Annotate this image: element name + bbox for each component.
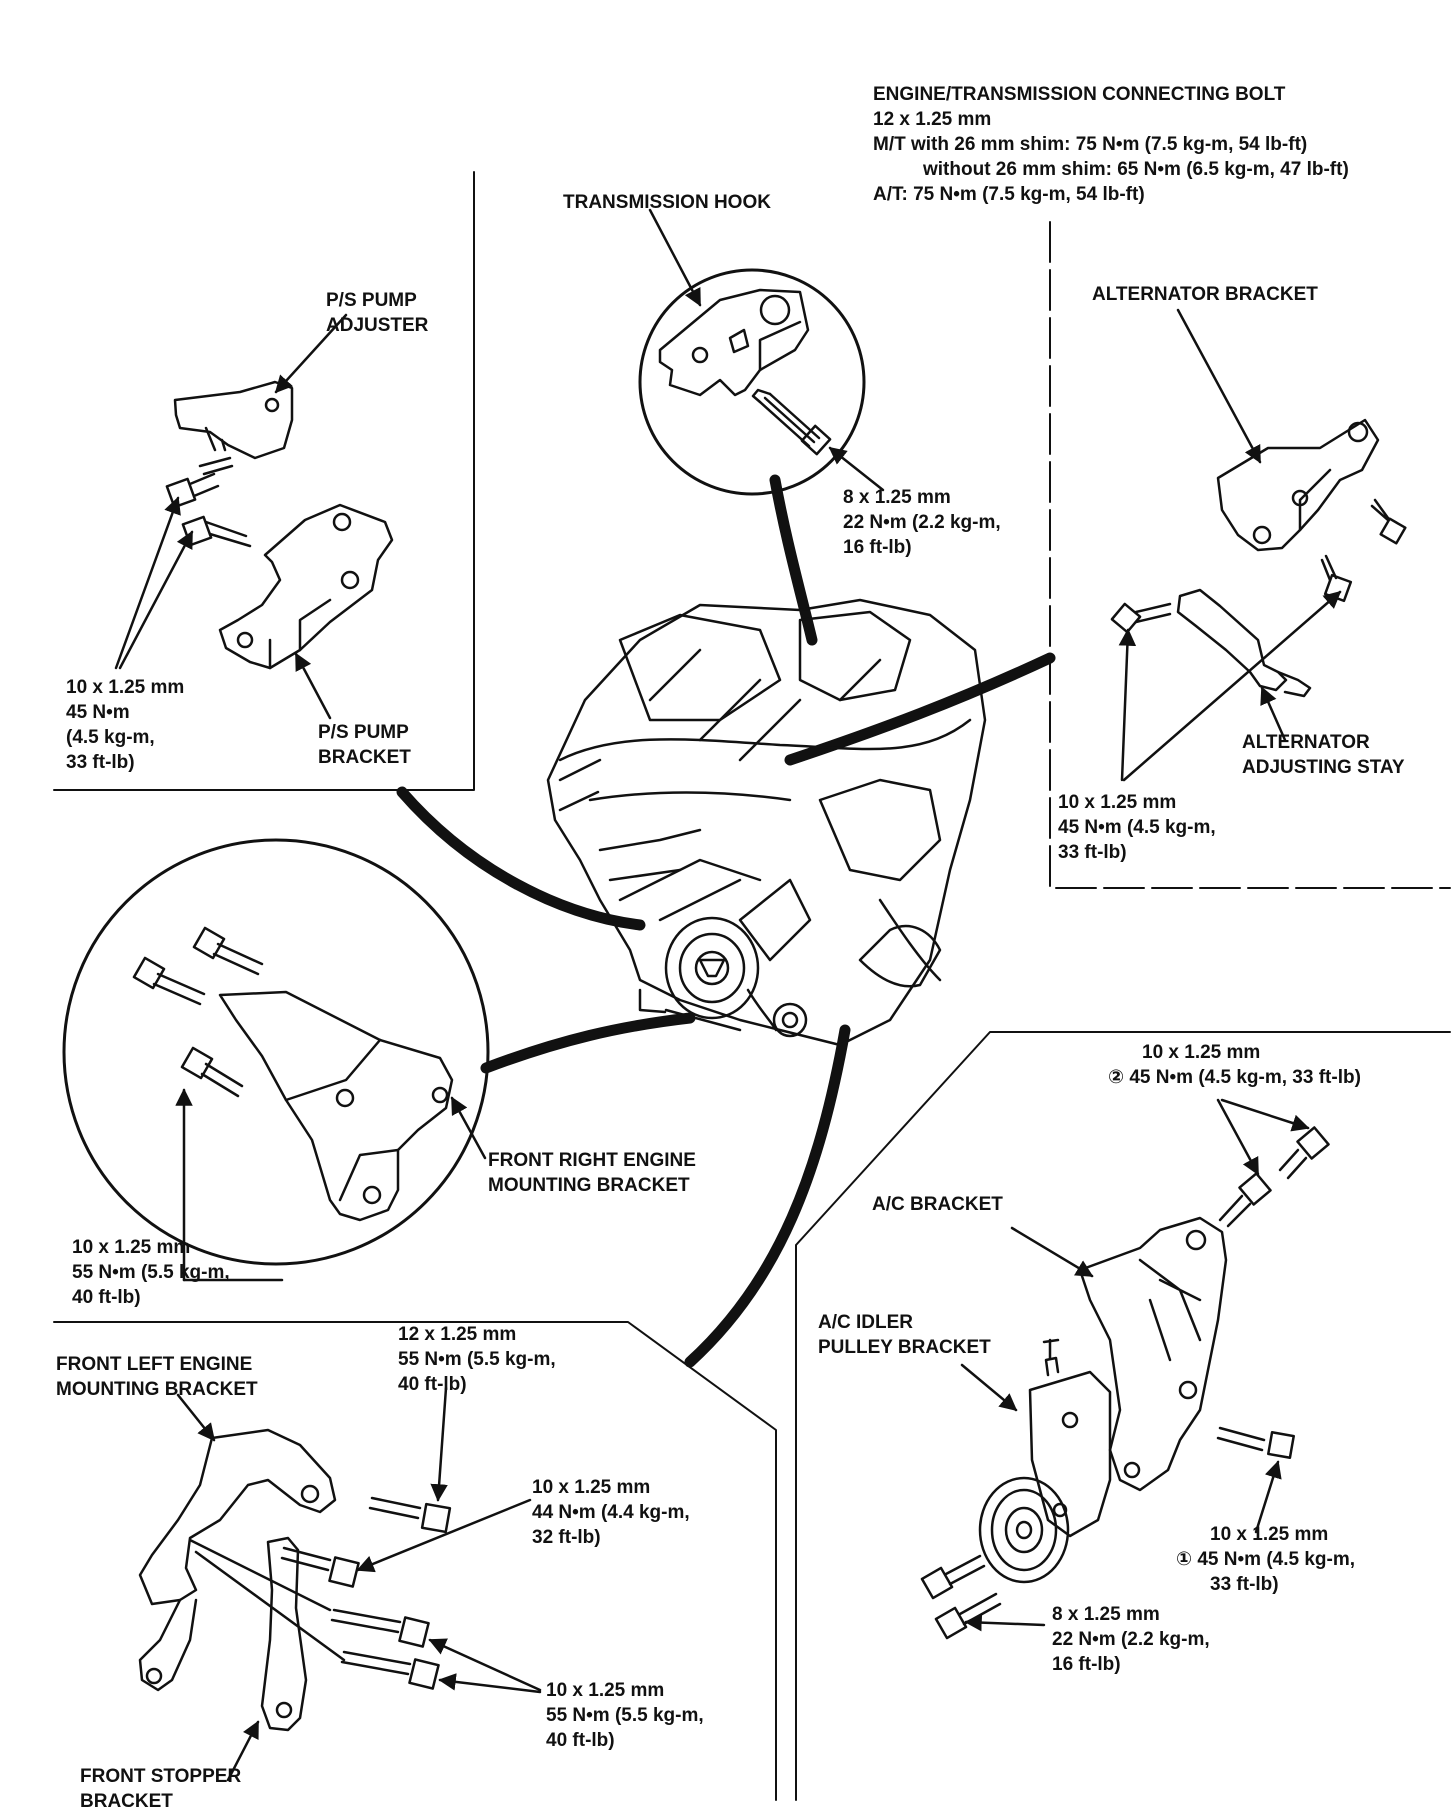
leader-arrows xyxy=(114,208,1342,1782)
transmission-hook-part xyxy=(658,288,832,456)
spec-line: 10 x 1.25 mm xyxy=(1142,1042,1261,1063)
front-right-mount-spec: 10 x 1.25 mm 55 N•m (5.5 kg-m, 40 ft-lb) xyxy=(72,1235,230,1310)
spec-line: 10 x 1.25 mm xyxy=(546,1680,665,1701)
connecting-bolt-spec: ENGINE/TRANSMISSION CONNECTING BOLT 12 x… xyxy=(873,82,1349,207)
spec-line: ② 45 N•m (4.5 kg-m, 33 ft-lb) xyxy=(1108,1067,1361,1088)
front-left-55nm-spec: 10 x 1.25 mm 55 N•m (5.5 kg-m, 40 ft-lb) xyxy=(546,1678,704,1753)
spec-line: 12 x 1.25 mm xyxy=(398,1324,517,1345)
spec-line: ① 45 N•m (4.5 kg-m, xyxy=(1176,1549,1356,1570)
ps-pump-parts xyxy=(165,380,394,670)
label-line: ADJUSTER xyxy=(326,315,429,336)
front-right-mount-circle xyxy=(62,838,490,1266)
spec-line: 32 ft-lb) xyxy=(532,1527,601,1548)
spec-line: 8 x 1.25 mm xyxy=(1052,1604,1160,1625)
front-right-mount-parts xyxy=(132,926,454,1222)
label-line: FRONT RIGHT ENGINE xyxy=(488,1150,696,1171)
connecting-bolt-at: A/T: 75 N•m (7.5 kg-m, 54 lb-ft) xyxy=(873,184,1145,205)
label-line: FRONT LEFT ENGINE xyxy=(56,1354,253,1375)
transmission-hook-circle xyxy=(638,268,866,496)
spec-line: 10 x 1.25 mm xyxy=(532,1477,651,1498)
connecting-bolt-title: ENGINE/TRANSMISSION CONNECTING BOLT xyxy=(873,84,1286,105)
ac-parts xyxy=(920,1126,1330,1640)
front-left-44nm-spec: 10 x 1.25 mm 44 N•m (4.4 kg-m, 32 ft-lb) xyxy=(532,1475,690,1550)
alternator-parts xyxy=(1110,418,1407,698)
spec-line: 33 ft-lb) xyxy=(66,752,135,773)
spec-line: 10 x 1.25 mm xyxy=(72,1237,191,1258)
spec-line: 44 N•m (4.4 kg-m, xyxy=(532,1502,690,1523)
engine-illustration xyxy=(546,598,987,1047)
spec-line: 10 x 1.25 mm xyxy=(66,677,185,698)
connecting-bolt-mt-with-shim: M/T with 26 mm shim: 75 N•m (7.5 kg-m, 5… xyxy=(873,134,1308,155)
alternator-stay-label: ALTERNATOR ADJUSTING STAY xyxy=(1242,730,1405,780)
spec-line: 22 N•m (2.2 kg-m, xyxy=(843,512,1001,533)
spec-line: 33 ft-lb) xyxy=(1058,842,1127,863)
label-line: ALTERNATOR xyxy=(1242,732,1370,753)
spec-line: 55 N•m (5.5 kg-m, xyxy=(72,1262,230,1283)
front-left-12mm-spec: 12 x 1.25 mm 55 N•m (5.5 kg-m, 40 ft-lb) xyxy=(398,1322,556,1397)
spec-line: 16 ft-lb) xyxy=(843,537,912,558)
label-line: ADJUSTING STAY xyxy=(1242,757,1405,778)
spec-line: 10 x 1.25 mm xyxy=(1058,792,1177,813)
label-line: FRONT STOPPER xyxy=(80,1766,242,1787)
front-left-mount-label: FRONT LEFT ENGINE MOUNTING BRACKET xyxy=(56,1352,258,1402)
spec-line: 16 ft-lb) xyxy=(1052,1654,1121,1675)
label-line: MOUNTING BRACKET xyxy=(488,1175,690,1196)
alternator-spec: 10 x 1.25 mm 45 N•m (4.5 kg-m, 33 ft-lb) xyxy=(1058,790,1216,865)
spec-line: 10 x 1.25 mm xyxy=(1210,1524,1329,1545)
spec-line: (4.5 kg-m, xyxy=(66,727,155,748)
spec-line: 55 N•m (5.5 kg-m, xyxy=(546,1705,704,1726)
ps-pump-adjuster-label: P/S PUMP ADJUSTER xyxy=(326,288,428,338)
label-line: P/S PUMP xyxy=(318,722,409,743)
ac-top-spec: 10 x 1.25 mm ② 45 N•m (4.5 kg-m, 33 ft-l… xyxy=(1108,1040,1361,1090)
ac-idler-spec: 8 x 1.25 mm 22 N•m (2.2 kg-m, 16 ft-lb) xyxy=(1052,1602,1210,1677)
connecting-bolt-size: 12 x 1.25 mm xyxy=(873,109,992,130)
spec-line: 40 ft-lb) xyxy=(546,1730,615,1751)
spec-line: 33 ft-lb) xyxy=(1210,1574,1279,1595)
front-right-mount-label: FRONT RIGHT ENGINE MOUNTING BRACKET xyxy=(488,1148,696,1198)
spec-line: 45 N•m xyxy=(66,702,130,723)
ac-idler-label: A/C IDLER PULLEY BRACKET xyxy=(818,1310,991,1360)
spec-line: 55 N•m (5.5 kg-m, xyxy=(398,1349,556,1370)
spec-line: 8 x 1.25 mm xyxy=(843,487,951,508)
label-line: PULLEY BRACKET xyxy=(818,1337,991,1358)
transmission-hook-label: TRANSMISSION HOOK xyxy=(563,192,771,213)
spec-line: 22 N•m (2.2 kg-m, xyxy=(1052,1629,1210,1650)
spec-line: 40 ft-lb) xyxy=(72,1287,141,1308)
front-left-mount-parts xyxy=(138,1428,452,1732)
connecting-bolt-mt-without-shim: without 26 mm shim: 65 N•m (6.5 kg-m, 47… xyxy=(923,159,1349,180)
label-line: BRACKET xyxy=(318,747,411,768)
spec-line: 45 N•m (4.5 kg-m, xyxy=(1058,817,1216,838)
label-line: BRACKET xyxy=(80,1791,173,1812)
spec-line: 40 ft-lb) xyxy=(398,1374,467,1395)
ac-spec-1: 10 x 1.25 mm ① 45 N•m (4.5 kg-m, 33 ft-l… xyxy=(1176,1522,1355,1597)
ps-pump-bracket-label: P/S PUMP BRACKET xyxy=(318,720,411,770)
ac-bracket-label: A/C BRACKET xyxy=(872,1194,1003,1215)
label-line: P/S PUMP xyxy=(326,290,417,311)
label-line: A/C IDLER xyxy=(818,1312,913,1333)
alternator-bracket-label: ALTERNATOR BRACKET xyxy=(1092,284,1318,305)
ps-pump-spec: 10 x 1.25 mm 45 N•m (4.5 kg-m, 33 ft-lb) xyxy=(66,675,184,775)
front-stopper-label: FRONT STOPPER BRACKET xyxy=(80,1764,241,1812)
label-line: MOUNTING BRACKET xyxy=(56,1379,258,1400)
transmission-hook-spec: 8 x 1.25 mm 22 N•m (2.2 kg-m, 16 ft-lb) xyxy=(843,485,1001,560)
panel-borders xyxy=(53,171,1451,1801)
